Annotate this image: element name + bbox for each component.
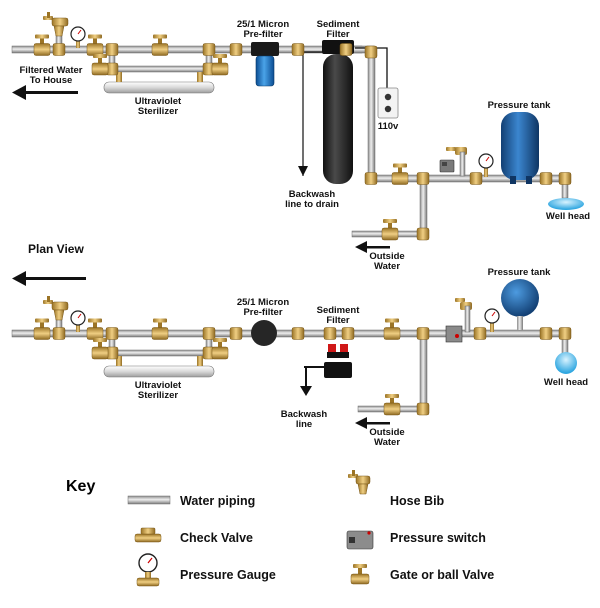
label-plan-view: Plan View xyxy=(28,242,84,256)
elbow-top-6 xyxy=(416,227,430,241)
label-prefilter-top: 25/1 Micron Pre-filter xyxy=(236,19,290,40)
tee-top-2 xyxy=(202,43,216,56)
hose-bib-icon xyxy=(348,470,371,495)
gauge-plan-left xyxy=(70,310,86,332)
union-top-4 xyxy=(291,43,305,56)
gate-valve-top-3 xyxy=(151,34,169,56)
union-top-5 xyxy=(339,43,353,56)
label-outside-water-plan: Outside Water xyxy=(369,427,405,448)
label-pressure-tank-plan: Pressure tank xyxy=(487,267,551,278)
gauge-plan-right xyxy=(484,308,500,332)
gauge-top-right xyxy=(478,153,494,177)
pipe-icon xyxy=(127,495,171,505)
key-label-pressure-gauge: Pressure Gauge xyxy=(180,568,276,582)
arrow-outside-top xyxy=(355,241,390,253)
union-plan-7 xyxy=(473,327,487,340)
gate-valve-icon xyxy=(350,564,370,585)
arrow-outside-plan xyxy=(355,417,390,429)
gate-valve-top-7 xyxy=(381,219,399,241)
union-plan-6 xyxy=(341,327,355,340)
label-backwash-top: Backwash line to drain xyxy=(285,189,339,210)
key-title: Key xyxy=(66,478,96,495)
gate-valve-plan-6 xyxy=(383,318,401,340)
elbow-top-3 xyxy=(364,45,378,59)
key-label-hose-bib: Hose Bib xyxy=(390,494,445,508)
label-sediment-top: Sediment Filter xyxy=(316,19,360,40)
sediment-filter-top xyxy=(298,40,354,184)
prefilter-top xyxy=(251,42,279,87)
gate-valve-top-5 xyxy=(211,54,229,76)
label-outlet: 110v xyxy=(377,121,399,132)
plan-view xyxy=(11,271,577,429)
union-plan-5 xyxy=(323,327,337,340)
sediment-filter-plan xyxy=(300,344,352,396)
arrow-to-house xyxy=(12,85,78,100)
hose-bib-plan-right xyxy=(455,298,472,333)
pressure-switch-top xyxy=(439,159,455,173)
label-pressure-tank-top: Pressure tank xyxy=(487,100,551,111)
union-top-6 xyxy=(469,172,483,185)
key-icons xyxy=(127,470,374,587)
elbow-top-5 xyxy=(558,172,572,185)
label-filtered-water: Filtered Water To House xyxy=(19,65,83,86)
uv-bypass-pipe-top xyxy=(104,65,214,73)
fittings-layer xyxy=(33,34,572,416)
pressure-switch-plan xyxy=(445,325,463,343)
check-valve-icon xyxy=(134,527,162,543)
union-plan-1 xyxy=(52,327,66,340)
elbow-plan-4 xyxy=(416,402,430,416)
hose-bib-icon xyxy=(43,12,69,37)
outlet-icon xyxy=(377,87,399,119)
union-plan-8 xyxy=(539,327,553,340)
gate-valve-plan-2 xyxy=(86,318,104,340)
pressure-gauge-icon xyxy=(136,553,160,587)
label-backwash-plan: Backwash line xyxy=(280,409,328,430)
tee-top-3 xyxy=(416,172,430,185)
prefilter-plan xyxy=(251,320,277,346)
tee-plan-3 xyxy=(416,327,430,340)
uv-sterilizer-top xyxy=(103,72,215,94)
gate-valve-plan-3 xyxy=(151,318,169,340)
gauge-top-left xyxy=(70,26,86,48)
gate-valve-top-6 xyxy=(391,163,409,185)
label-sediment-plan: Sediment Filter xyxy=(316,305,360,326)
arrow-plan-view xyxy=(12,271,86,286)
label-outside-water-top: Outside Water xyxy=(369,251,405,272)
union-top-7 xyxy=(539,172,553,185)
gate-valve-top-1 xyxy=(33,34,51,56)
label-prefilter-plan: 25/1 Micron Pre-filter xyxy=(236,297,290,318)
gate-valve-plan-1 xyxy=(33,318,51,340)
union-plan-4 xyxy=(291,327,305,340)
union-top-1 xyxy=(52,43,66,56)
key-label-pressure-switch: Pressure switch xyxy=(390,531,486,545)
pressure-switch-icon xyxy=(346,530,374,550)
hose-bib-top-right xyxy=(446,147,467,177)
gate-valve-plan-5 xyxy=(211,338,229,360)
hose-bib-plan-left xyxy=(43,296,69,321)
label-well-head-top: Well head xyxy=(545,211,591,222)
tee-plan-1 xyxy=(105,327,119,340)
union-top-3 xyxy=(229,43,243,56)
tee-top-1 xyxy=(105,43,119,56)
pressure-tank-top xyxy=(501,112,539,184)
uv-sterilizer-plan xyxy=(103,356,215,378)
label-well-head-plan: Well head xyxy=(543,377,589,388)
elbow-plan-3 xyxy=(558,327,572,340)
key-label-gate-valve: Gate or ball Valve xyxy=(390,568,495,582)
tee-plan-2 xyxy=(202,327,216,340)
gate-valve-top-4 xyxy=(91,54,109,76)
gate-valve-plan-7 xyxy=(383,394,401,416)
gate-valve-top-2 xyxy=(86,34,104,56)
well-head-plan xyxy=(555,352,577,374)
key-label-water-piping: Water piping xyxy=(180,494,256,508)
pressure-tank-plan xyxy=(501,279,539,330)
label-uv-top: Ultraviolet Sterilizer xyxy=(134,96,182,117)
gate-valve-plan-4 xyxy=(91,338,109,360)
union-plan-3 xyxy=(229,327,243,340)
elbow-top-4 xyxy=(364,172,378,185)
key-label-check-valve: Check Valve xyxy=(180,531,253,545)
label-uv-plan: Ultraviolet Sterilizer xyxy=(134,380,182,401)
